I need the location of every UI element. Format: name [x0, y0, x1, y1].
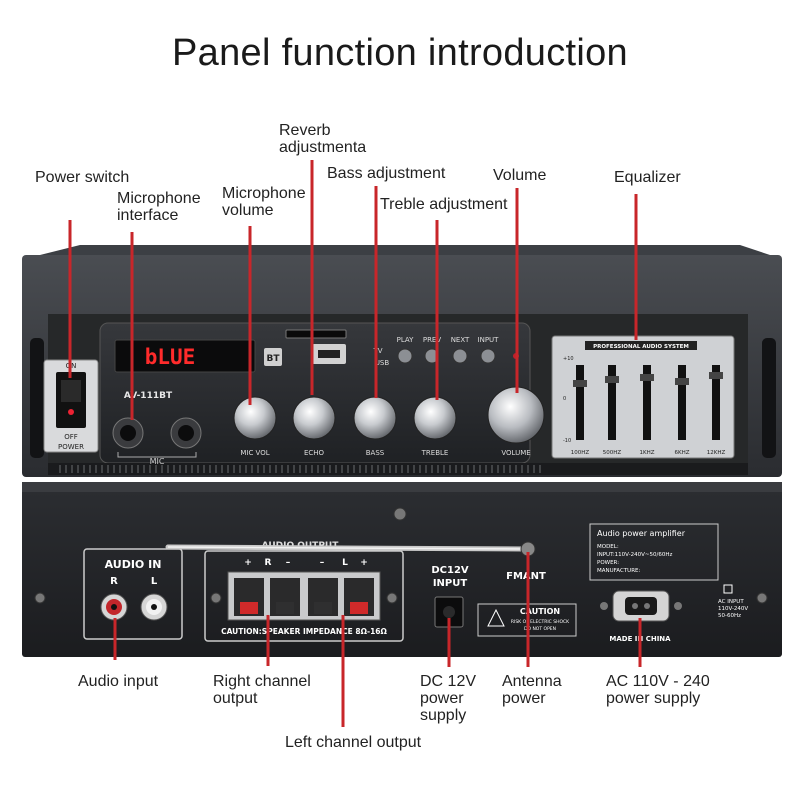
svg-text:–: –: [320, 558, 325, 568]
svg-text:DC12V: DC12V: [431, 565, 469, 576]
svg-text:L: L: [151, 576, 158, 587]
svg-text:110V-240V: 110V-240V: [718, 606, 748, 612]
page-title: Panel function introduction: [172, 32, 628, 74]
echo-knob[interactable]: [292, 396, 336, 440]
fmant-label: FMANT: [506, 571, 546, 582]
svg-text:ECHO: ECHO: [304, 449, 325, 457]
label-bass-adjustment: Bass adjustment: [327, 165, 446, 182]
mic-vol-knob[interactable]: [233, 396, 277, 440]
back-case: [22, 482, 782, 657]
svg-text:TREBLE: TREBLE: [421, 449, 449, 457]
svg-text:6KHZ: 6KHZ: [674, 450, 689, 456]
eq-slider-6khz[interactable]: [675, 378, 689, 385]
svg-text:Audio power amplifier: Audio power amplifier: [597, 529, 686, 538]
svg-text:MODEL:: MODEL:: [597, 544, 619, 550]
audio-in-label: AUDIO IN: [105, 558, 162, 571]
svg-text:1KHZ: 1KHZ: [639, 450, 654, 456]
speaker-right-minus[interactable]: [276, 602, 294, 614]
label-volume: Volume: [493, 167, 547, 184]
label-equalizer: Equalizer: [614, 169, 681, 186]
svg-text:100HZ: 100HZ: [571, 450, 590, 456]
svg-text:DO NOT OPEN: DO NOT OPEN: [524, 626, 556, 632]
pointer-lines: [68, 160, 642, 727]
bt-label: BT: [267, 354, 281, 364]
left-handle: [30, 338, 44, 458]
input-button[interactable]: [480, 348, 496, 364]
label-treble-adjustment: Treble adjustment: [380, 196, 508, 213]
svg-text:50-60Hz: 50-60Hz: [718, 613, 741, 619]
svg-text:R: R: [110, 576, 118, 587]
svg-text:INPUT: INPUT: [433, 578, 468, 589]
front-unit: ON OFF POWER MIC bLUE AV-111BT BT TV USB…: [22, 245, 782, 477]
svg-text:TV: TV: [372, 347, 382, 355]
label-left-channel-output: Left channel output: [285, 734, 422, 751]
back-unit: AUDIO IN R L AUDIO OUTPUT + R – – L + CA…: [22, 482, 782, 657]
svg-text:+: +: [244, 558, 252, 568]
model-label: AV-111BT: [124, 391, 173, 401]
svg-text:RISK OF ELECTRIC SHOCK: RISK OF ELECTRIC SHOCK: [511, 619, 570, 625]
eq-slider-100hz[interactable]: [573, 380, 587, 387]
knobs: MIC VOL ECHO BASS TREBLE VOLUME: [233, 386, 545, 457]
svg-text:PLAY: PLAY: [397, 336, 415, 344]
svg-text:+10: +10: [563, 356, 574, 362]
svg-text:PROFESSIONAL AUDIO SYSTEM: PROFESSIONAL AUDIO SYSTEM: [593, 344, 689, 350]
bass-knob[interactable]: [353, 396, 397, 440]
svg-text:INPUT:110V-240V~50/60Hz: INPUT:110V-240V~50/60Hz: [597, 552, 672, 558]
svg-text:500HZ: 500HZ: [603, 450, 622, 456]
mic-label: MIC: [150, 457, 165, 466]
label-power-switch: Power switch: [35, 169, 130, 186]
svg-text:L: L: [342, 558, 348, 568]
svg-text:VOLUME: VOLUME: [501, 449, 530, 457]
treble-knob[interactable]: [413, 396, 457, 440]
svg-text:12KHZ: 12KHZ: [707, 450, 726, 456]
sd-slot: [285, 329, 347, 339]
label-audio-input: Audio input: [78, 673, 159, 690]
svg-text:-10: -10: [563, 438, 571, 444]
svg-text:–: –: [286, 558, 291, 568]
display-text: bLUE: [145, 345, 196, 369]
equalizer-panel: PROFESSIONAL AUDIO SYSTEM +10 0 -10 100H…: [551, 335, 735, 459]
led-display: [114, 339, 256, 373]
vent-strip: [59, 465, 541, 473]
play-button[interactable]: [397, 348, 413, 364]
svg-text:NEXT: NEXT: [451, 336, 470, 344]
volume-knob[interactable]: [487, 386, 545, 444]
svg-text:CAUTION: CAUTION: [520, 607, 560, 616]
eq-slider-12khz[interactable]: [709, 372, 723, 379]
next-button[interactable]: [452, 348, 468, 364]
svg-text:+: +: [360, 558, 368, 568]
eq-slider-1khz[interactable]: [640, 374, 654, 381]
right-handle: [762, 338, 776, 458]
off-label: OFF: [64, 433, 78, 441]
speaker-caution: CAUTION:SPEAKER IMPEDANCE 8Ω-16Ω: [221, 627, 387, 636]
eq-sliders: [573, 365, 723, 440]
svg-text:0: 0: [563, 396, 566, 402]
svg-text:INPUT: INPUT: [478, 336, 500, 344]
svg-text:R: R: [265, 558, 272, 568]
speaker-left-minus[interactable]: [314, 602, 332, 614]
speaker-right-plus[interactable]: [240, 602, 258, 614]
svg-text:MANUFACTURE:: MANUFACTURE:: [597, 568, 640, 574]
svg-text:MIC VOL: MIC VOL: [240, 449, 269, 457]
svg-text:USB: USB: [375, 359, 390, 367]
svg-text:BASS: BASS: [366, 449, 385, 457]
svg-text:PREV: PREV: [423, 336, 442, 344]
power-label: POWER: [58, 443, 84, 451]
svg-text:POWER:: POWER:: [597, 560, 619, 566]
eq-slider-500hz[interactable]: [605, 376, 619, 383]
svg-text:AC INPUT: AC INPUT: [718, 599, 744, 605]
speaker-left-plus[interactable]: [350, 602, 368, 614]
